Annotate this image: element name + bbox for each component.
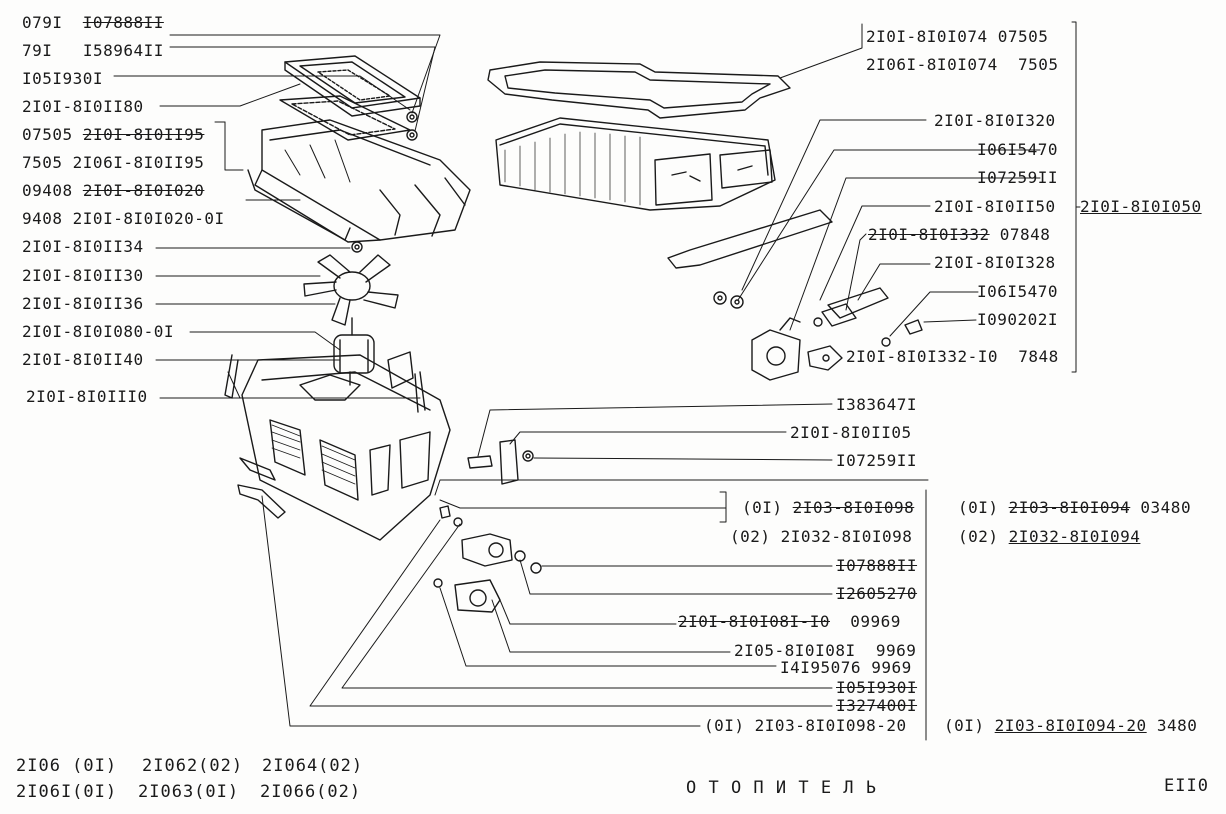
label-m4c-code: 03480 — [1140, 498, 1192, 517]
label-m5c: (02) 2I032-8I0I094 — [958, 528, 1140, 546]
label-m4-variant: (0I) — [742, 498, 783, 517]
label-m4c-part: 2I03-8I0I094 — [1008, 498, 1131, 517]
label-m8: 2I0I-8I0I08I-I0 09969 — [678, 613, 901, 631]
label-14: 2I0I-8I0III0 — [26, 387, 148, 406]
label-r-group: 2I0I-8I0I050 — [1080, 197, 1202, 216]
model-code-5: 2I063(0I) — [138, 782, 240, 802]
fan-drawing — [303, 254, 399, 336]
label-4: 2I0I-8I0II80 — [22, 97, 144, 116]
label-r10: I090202I — [977, 310, 1059, 329]
label-m14: (0I) 2I03-8I0I094-20 3480 — [944, 717, 1197, 735]
model-code-3: 2I064(02) — [262, 756, 364, 776]
label-5-code: 07505 — [22, 125, 73, 144]
label-7-code: 09408 — [22, 181, 73, 200]
label-2: 79I I58964II — [22, 42, 164, 60]
model-code-6: 2I066(02) — [260, 782, 362, 802]
leader-lines — [113, 21, 1081, 741]
label-1-part: I07888II — [82, 13, 164, 32]
label-7: 09408 2I0I-8I0I020 — [22, 182, 204, 200]
label-r7-code: 07848 — [999, 225, 1051, 244]
label-r7-part: 2I0I-8I0I332 — [868, 225, 990, 244]
label-m6: I07888II — [836, 556, 918, 575]
label-m4c: (0I) 2I03-8I0I094 03480 — [958, 499, 1191, 517]
label-r1-part: 2I0I-8I0I074 — [866, 27, 988, 46]
label-2-code: 79I — [22, 41, 53, 60]
label-m12: I327400I — [836, 696, 918, 715]
label-r5: I07259II — [977, 168, 1059, 187]
label-m5c-variant: (02) — [958, 527, 999, 546]
label-m13: (0I) 2I03-8I0I098-20 — [704, 716, 907, 735]
model-code-1: 2I06 (0I) — [16, 756, 118, 776]
model-code-2: 2I062(02) — [142, 756, 244, 776]
small-parts-drawing — [433, 439, 542, 613]
label-r1: 2I0I-8I0I074 07505 — [866, 28, 1048, 46]
label-10: 2I0I-8I0II30 — [22, 266, 144, 285]
label-5: 07505 2I0I-8I0II95 — [22, 126, 204, 144]
label-5-part: 2I0I-8I0II95 — [82, 125, 205, 144]
label-r2: 2I06I-8I0I074 7505 — [866, 55, 1059, 74]
pipes-valve-drawing — [667, 209, 923, 381]
label-m11: I05I930I — [836, 678, 918, 697]
label-12: 2I0I-8I0I080-0I — [22, 322, 174, 341]
label-2-part: I58964II — [82, 41, 164, 60]
label-m5c-part: 2I032-8I0I094 — [1008, 527, 1141, 546]
radiator-drawing — [487, 61, 791, 211]
label-m14-variant: (0I) — [944, 716, 985, 735]
label-8: 9408 2I0I-8I0I020-0I — [22, 209, 225, 228]
model-code-4: 2I06I(0I) — [16, 782, 118, 802]
label-m9: 2I05-8I0I08I 9969 — [734, 641, 917, 660]
page-code: EII0 — [1164, 776, 1209, 796]
label-3: I05I930I — [22, 69, 104, 88]
label-m4c-variant: (0I) — [958, 498, 999, 517]
label-r3: 2I0I-8I0I320 — [934, 111, 1056, 130]
label-m4-part: 2I03-8I0I098 — [792, 498, 915, 517]
heater-cover-drawing — [247, 55, 471, 253]
page-title: О Т О П И Т Е Л Ь — [686, 778, 877, 798]
label-7-part: 2I0I-8I0I020 — [82, 181, 205, 200]
label-m8-part: 2I0I-8I0I08I-I0 — [678, 612, 830, 631]
label-m10: I4I95076 9969 — [780, 658, 912, 677]
label-11: 2I0I-8I0II36 — [22, 294, 144, 313]
label-r7: 2I0I-8I0I332 07848 — [868, 226, 1050, 244]
label-r11: 2I0I-8I0I332-I0 7848 — [846, 347, 1059, 366]
label-r8: 2I0I-8I0I328 — [934, 253, 1056, 272]
label-m8-code: 09969 — [850, 612, 901, 631]
label-m4: (0I) 2I03-8I0I098 — [742, 499, 914, 517]
label-r4: I06I5470 — [977, 140, 1059, 159]
label-6: 7505 2I06I-8I0II95 — [22, 153, 205, 172]
heater-housing-drawing — [224, 354, 451, 541]
label-m14-code: 3480 — [1156, 716, 1198, 735]
label-m3: I07259II — [836, 451, 918, 470]
label-m5: (02) 2I032-8I0I098 — [730, 527, 913, 546]
label-9: 2I0I-8I0II34 — [22, 237, 144, 256]
label-1-code: 079I — [22, 13, 63, 32]
label-r9: I06I5470 — [977, 282, 1059, 301]
label-r1-code: 07505 — [997, 27, 1049, 46]
label-m1: I383647I — [836, 395, 918, 414]
label-m7: I2605270 — [836, 584, 918, 603]
label-1: 079I I07888II — [22, 14, 164, 32]
label-m2: 2I0I-8I0II05 — [790, 423, 912, 442]
label-r6: 2I0I-8I0II50 — [934, 197, 1056, 216]
label-m14-part: 2I03-8I0I094-20 — [994, 716, 1147, 735]
label-13: 2I0I-8I0II40 — [22, 350, 144, 369]
